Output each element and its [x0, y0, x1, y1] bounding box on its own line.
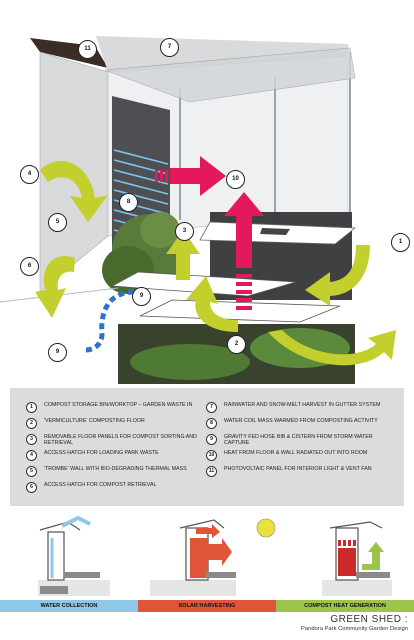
- legend-number-badge: 6: [26, 482, 37, 493]
- legend-item: 6 ACCESS HATCH FOR COMPOST RETRIEVAL: [26, 482, 216, 497]
- diagram-compost-heat: [322, 521, 392, 596]
- callout-number-4: 4: [20, 165, 39, 184]
- category-bands: WATER COLLECTION SOLAR HARVESTING COMPOS…: [0, 600, 414, 612]
- callout-number-6: 6: [20, 257, 39, 276]
- worktop-hatch: [260, 228, 290, 235]
- callout-number-8: 8: [119, 193, 138, 212]
- legend-column-left: 1 COMPOST STORAGE BIN/WORKTOP – GARDEN WA…: [26, 402, 216, 498]
- legend-item: 11 PHOTOVOLTAIC PANEL FOR INTERIOR LIGHT …: [206, 466, 396, 481]
- callout-number-1: 1: [391, 233, 410, 252]
- legend-item: 8 WATER COIL MASS WARMED FROM COMPOSTING …: [206, 418, 396, 433]
- legend-item: 4 ACCESS HATCH FOR LOADING PARK WASTE: [26, 450, 216, 465]
- pink-arrow-vertical: [224, 192, 264, 268]
- green-arrow-floor: [186, 276, 238, 332]
- green-arrow-2: [268, 330, 396, 366]
- legend-text: RAINWATER AND SNOW-MELT HARVEST IN GUTTE…: [224, 402, 381, 408]
- legend-text: COMPOST STORAGE BIN/WORKTOP – GARDEN WAS…: [44, 402, 193, 408]
- callout-number-11: 11: [78, 40, 97, 59]
- legend-item: 5 'TROMBE' WALL WITH BIO-DEGRADING THERMA…: [26, 466, 216, 481]
- legend-number-badge: 1: [26, 402, 37, 413]
- callout-number-9: 9: [48, 343, 67, 362]
- callout-number-3: 3: [175, 222, 194, 241]
- floor-panel: [139, 299, 341, 323]
- legend-number-badge: 4: [26, 450, 37, 461]
- legend-number-badge: 3: [26, 434, 37, 445]
- roof-back: [96, 36, 348, 72]
- legend-number-badge: 9: [206, 434, 217, 445]
- legend-column-right: 7 RAINWATER AND SNOW-MELT HARVEST IN GUTT…: [206, 402, 396, 482]
- diagram-water-collection: [38, 515, 110, 596]
- legend-number-badge: 2: [26, 418, 37, 429]
- poster-title: GREEN SHED : Pandora Park Community Gard…: [301, 614, 408, 632]
- callout-number-10: 10: [226, 170, 245, 189]
- green-arrow-1: [305, 245, 370, 306]
- legend-item: 1 COMPOST STORAGE BIN/WORKTOP – GARDEN WA…: [26, 402, 216, 417]
- callout-number-5: 5: [48, 213, 67, 232]
- legend-number-badge: 5: [26, 466, 37, 477]
- callout-number-7: 7: [160, 38, 179, 57]
- legend-item: 7 RAINWATER AND SNOW-MELT HARVEST IN GUTT…: [206, 402, 396, 417]
- callout-number-2: 2: [227, 335, 246, 354]
- legend-item: 9 GRAVITY FED HOSE BIB & CISTERN FROM STO…: [206, 434, 396, 449]
- pink-arrow-horizontal: [170, 156, 226, 196]
- legend-number-badge: 8: [206, 418, 217, 429]
- ground-plants: [130, 344, 250, 380]
- legend-number-badge: 7: [206, 402, 217, 413]
- band-water-collection: WATER COLLECTION: [0, 600, 138, 612]
- diagram-solar-harvesting: [150, 518, 276, 596]
- band-solar-harvesting: SOLAR HARVESTING: [138, 600, 276, 612]
- green-arrow-6: [35, 256, 75, 318]
- legend-item: 3 REMOVABLE FLOOR PANELS FOR COMPOST SORT…: [26, 434, 216, 449]
- roof-glazing: [104, 47, 356, 103]
- legend-item: 2 'VERMICULTURE' COMPOSTING FLOOR: [26, 418, 216, 433]
- legend-text: 'TROMBE' WALL WITH BIO-DEGRADING THERMAL…: [44, 466, 187, 472]
- legend-number-badge: 10: [206, 450, 217, 461]
- callout-number-9: 9: [132, 287, 151, 306]
- legend-text: REMOVABLE FLOOR PANELS FOR COMPOST SORTI…: [44, 434, 197, 446]
- legend-item: 10 HEAT FROM FLOOR & WALL RADIATED OUT IN…: [206, 450, 396, 465]
- legend-text: PHOTOVOLTAIC PANEL FOR INTERIOR LIGHT & …: [224, 466, 372, 472]
- band-compost-heat: COMPOST HEAT GENERATION: [276, 600, 414, 612]
- title-main: GREEN SHED :: [330, 614, 408, 625]
- green-arrow-3: [166, 230, 200, 280]
- legend-panel: 1 COMPOST STORAGE BIN/WORKTOP – GARDEN WA…: [10, 388, 404, 506]
- legend-text: ACCESS HATCH FOR LOADING PARK WASTE: [44, 450, 159, 456]
- plants: [140, 212, 180, 248]
- mini-diagrams: [38, 515, 392, 596]
- green-arrow-4: [40, 160, 108, 222]
- pink-dashes-bottom: [236, 274, 252, 310]
- legend-text: HEAT FROM FLOOR & WALL RADIATED OUT INTO…: [224, 450, 368, 456]
- shed-illustration: [0, 36, 396, 384]
- legend-number-badge: 11: [206, 466, 217, 477]
- title-subtitle: Pandora Park Community Garden Design: [301, 626, 408, 632]
- legend-text: GRAVITY FED HOSE BIB & CISTERN FROM STOR…: [224, 434, 373, 446]
- water-pipe: [85, 289, 135, 353]
- legend-text: WATER COIL MASS WARMED FROM COMPOSTING A…: [224, 418, 378, 424]
- legend-text: 'VERMICULTURE' COMPOSTING FLOOR: [44, 418, 145, 424]
- legend-text: ACCESS HATCH FOR COMPOST RETRIEVAL: [44, 482, 157, 488]
- pink-dashes-left: [155, 170, 168, 182]
